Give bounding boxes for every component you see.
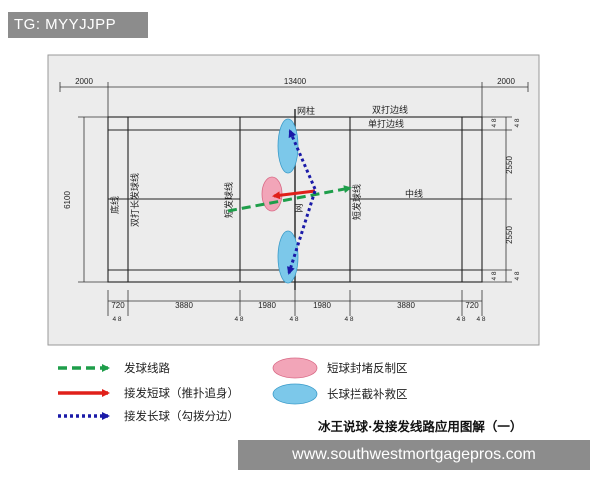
right-dimension bbox=[482, 116, 512, 283]
label-center-line: 中线 bbox=[405, 188, 423, 200]
dim-right-bot: 4 8 bbox=[514, 271, 521, 280]
dim-bottom-5: 3880 bbox=[397, 301, 415, 310]
dim-bottom-1: 720 bbox=[111, 301, 125, 310]
dim-tick-2: 4 8 bbox=[234, 316, 243, 323]
dim-tick-1: 4 8 bbox=[112, 316, 121, 323]
label-doubles-side: 双打边线 bbox=[372, 104, 408, 116]
label-short-service-left: 短发球线 bbox=[223, 182, 235, 218]
dim-top-mid: 13400 bbox=[284, 77, 307, 86]
bottom-dimension bbox=[107, 290, 483, 316]
dim-right-upper: 2550 bbox=[505, 156, 514, 174]
legend-short-zone-swatch bbox=[272, 357, 318, 379]
dim-top-left: 2000 bbox=[75, 77, 93, 86]
label-short-service-right: 短发球线 bbox=[351, 184, 363, 220]
label-net: 网 bbox=[294, 203, 305, 212]
dim-top-right: 2000 bbox=[497, 77, 515, 86]
long-return-path-bottom bbox=[287, 190, 317, 275]
caption: 冰王说球·发接发线路应用图解（一） bbox=[318, 419, 522, 434]
legend-short-label: 接发短球（推扑追身） bbox=[124, 386, 239, 400]
dim-tick-4: 4 8 bbox=[344, 316, 353, 323]
dim-left-height: 6100 bbox=[63, 191, 72, 209]
legend-serve-label: 发球线路 bbox=[124, 361, 170, 375]
left-dimension bbox=[78, 116, 108, 283]
watermark: www.southwestmortgagepros.com bbox=[238, 440, 590, 470]
dim-right-lower: 2550 bbox=[505, 226, 514, 244]
legend: 发球线路 接发短球（推扑追身） 接发长球（勾拨分边） 短球封堵反制区 长球拦截补… bbox=[58, 357, 408, 423]
dim-bottom-6: 720 bbox=[465, 301, 479, 310]
long-intercept-zone-top bbox=[277, 118, 299, 174]
label-baseline: 底线 bbox=[109, 196, 121, 214]
long-return-path-top bbox=[288, 129, 317, 190]
dim-bottom-3: 1980 bbox=[258, 301, 276, 310]
legend-long-label: 接发长球（勾拨分边） bbox=[124, 409, 239, 423]
legend-short-zone-label: 短球封堵反制区 bbox=[327, 361, 408, 375]
dim-right-top: 4 8 bbox=[514, 118, 521, 127]
diagram-background bbox=[47, 54, 540, 346]
label-doubles-long-service: 双打长发球线 bbox=[129, 173, 141, 227]
dim-tick-6: 4 8 bbox=[476, 316, 485, 323]
legend-long-zone-swatch bbox=[272, 383, 318, 405]
short-return-path bbox=[272, 189, 316, 200]
top-dimension bbox=[59, 82, 529, 118]
dim-right-top2: 4 8 bbox=[491, 118, 498, 127]
dim-tick-3: 4 8 bbox=[289, 316, 298, 323]
dim-bottom-4: 1980 bbox=[313, 301, 331, 310]
tag-label: TG: MYYJJPP bbox=[8, 12, 148, 38]
dim-right-bot2: 4 8 bbox=[491, 271, 498, 280]
serve-path bbox=[227, 185, 352, 213]
legend-long-zone-label: 长球拦截补救区 bbox=[327, 387, 408, 401]
dim-tick-5: 4 8 bbox=[456, 316, 465, 323]
label-net-post: 网柱 bbox=[297, 105, 315, 117]
dim-bottom-2: 3880 bbox=[175, 301, 193, 310]
label-singles-side: 单打边线 bbox=[368, 118, 404, 130]
